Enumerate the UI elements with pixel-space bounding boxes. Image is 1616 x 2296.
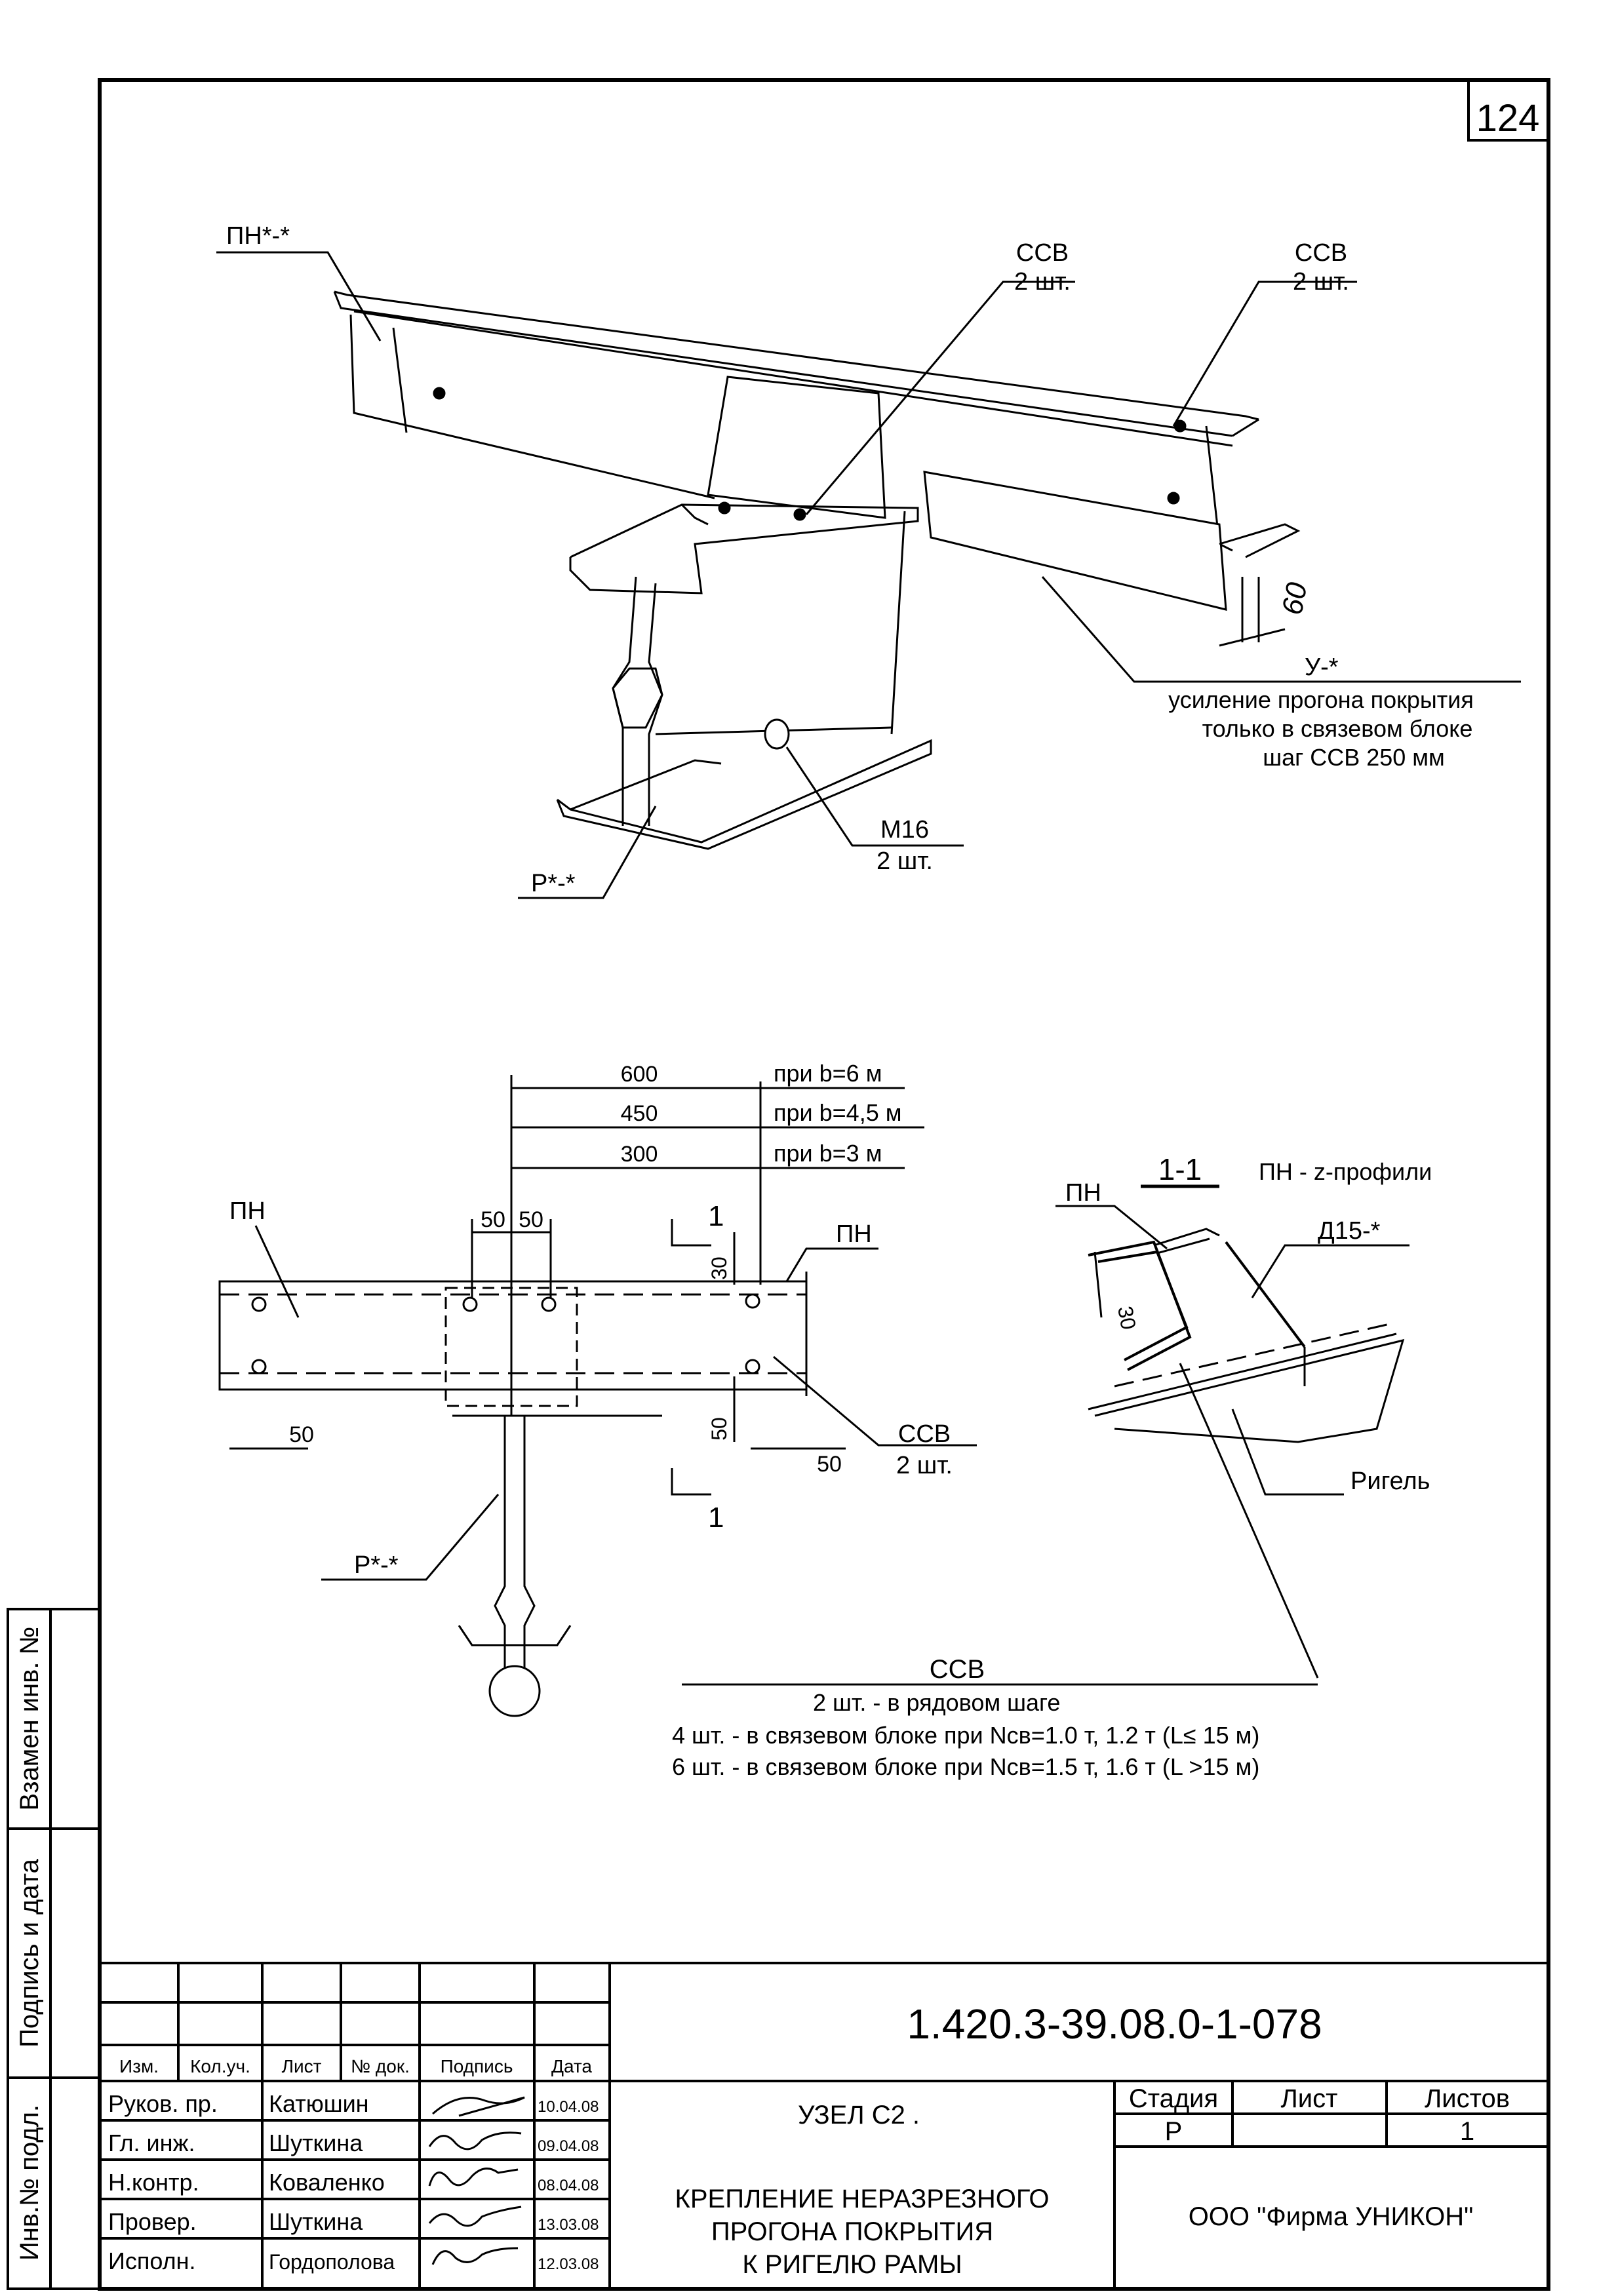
section-subtitle: ПН - z-профили <box>1259 1158 1432 1185</box>
iso-label-u: У-* <box>1305 653 1339 681</box>
ssv-note-title: ССВ <box>930 1655 985 1684</box>
row-role-1: Руков. пр. <box>108 2090 218 2117</box>
plan-dim-50a: 50 <box>481 1207 505 1232</box>
plan-dim-600: 600 <box>621 1062 658 1087</box>
left-strip-podpis: Подпись и дата <box>15 1858 44 2047</box>
stage-header: Стадия <box>1129 2084 1218 2113</box>
row-name-3: Коваленко <box>269 2169 385 2196</box>
plan-label-pn-right: ПН <box>836 1220 872 1248</box>
row-date-3: 08.04.08 <box>538 2177 599 2194</box>
iso-ssv-right-label: ССВ <box>1295 239 1347 267</box>
header-kol: Кол.уч. <box>190 2056 250 2076</box>
company-name: ООО "Фирма УНИКОН" <box>1189 2202 1474 2231</box>
ssv-note-line-2: 4 шт. - в связевом блоке при Nсв=1.0 т, … <box>672 1722 1259 1749</box>
plan-ssv-qty: 2 шт. <box>896 1452 953 1479</box>
row-date-4: 13.03.08 <box>538 2216 599 2234</box>
iso-note-line-1: усиление прогона покрытия <box>1168 686 1474 713</box>
plan-dim-50-right: 50 <box>817 1452 842 1477</box>
plan-ssv-label: ССВ <box>898 1420 951 1448</box>
row-date-2: 09.04.08 <box>538 2137 599 2155</box>
header-list: Лист <box>282 2056 322 2076</box>
section-dim-30: 30 <box>1113 1304 1141 1331</box>
section-label-d15: Д15-* <box>1318 1217 1381 1245</box>
iso-bolt-label: М16 <box>880 816 929 844</box>
title-node: УЗЕЛ С2 . <box>798 2101 920 2130</box>
plan-dim-50-left: 50 <box>289 1422 314 1447</box>
plan-label-pn-left: ПН <box>229 1197 266 1225</box>
title-doc-code: 1.420.3-39.08.0-1-078 <box>907 2000 1322 2048</box>
plan-section-mark-bottom: 1 <box>708 1502 724 1534</box>
sheet-number: 124 <box>1476 97 1540 140</box>
section-label-pn: ПН <box>1065 1179 1101 1207</box>
row-role-2: Гл. инж. <box>108 2130 195 2156</box>
left-strip-inv: Инв.№ подл. <box>15 2105 44 2261</box>
ssv-note-line-3: 6 шт. - в связевом блоке при Nсв=1.5 т, … <box>672 1753 1259 1780</box>
plan-dim-300: 300 <box>621 1142 658 1167</box>
iso-view <box>216 251 1521 899</box>
title-line-2: ПРОГОНА ПОКРЫТИЯ <box>711 2217 993 2246</box>
sheet-frame <box>98 78 1550 2291</box>
title-signature-rows: Руков. пр. Катюшин 10.04.08 Гл. инж. Шут… <box>108 2090 599 2274</box>
left-strip-vzamen: Взамен инв. № <box>15 1626 44 1810</box>
header-izm: Изм. <box>119 2056 159 2076</box>
signatures <box>428 2096 525 2265</box>
row-name-2: Шуткина <box>269 2130 363 2156</box>
row-date-1: 10.04.08 <box>538 2098 599 2116</box>
plan-dim-450-note: при b=4,5 м <box>774 1099 901 1126</box>
plan-dim-600-note: при b=6 м <box>774 1060 882 1087</box>
header-data: Дата <box>551 2056 592 2076</box>
iso-note-line-3: шаг ССВ 250 мм <box>1263 744 1445 771</box>
iso-label-pn: ПН*-* <box>226 222 290 250</box>
plan-dim-300-note: при b=3 м <box>774 1140 882 1167</box>
sheets-header: Листов <box>1425 2084 1510 2113</box>
left-strip <box>7 1608 101 2290</box>
plan-dim-30: 30 <box>707 1256 731 1280</box>
stage-value: Р <box>1165 2117 1183 2146</box>
section-title: 1-1 <box>1158 1152 1202 1186</box>
sheets-value: 1 <box>1460 2117 1474 2146</box>
iso-ssv-left-label: ССВ <box>1016 239 1069 267</box>
iso-label-r: Р*-* <box>531 870 576 897</box>
iso-ssv-left-qty: 2 шт. <box>1014 268 1071 296</box>
title-header-row: Изм. Кол.уч. Лист № док. Подпись Дата <box>119 2056 592 2076</box>
sheet-number-box <box>1467 79 1550 142</box>
title-line-1: КРЕПЛЕНИЕ НЕРАЗРЕЗНОГО <box>675 2185 1050 2213</box>
plan-dim-50-vert: 50 <box>707 1417 731 1441</box>
ssv-note-line-1: 2 шт. - в рядовом шаге <box>813 1689 1060 1716</box>
plan-section-mark-top: 1 <box>708 1200 724 1232</box>
header-podpis: Подпись <box>441 2056 513 2076</box>
header-doc: № док. <box>351 2056 410 2076</box>
row-name-1: Катюшин <box>269 2090 369 2117</box>
plan-dim-50b: 50 <box>519 1207 543 1232</box>
plan-label-r: Р*-* <box>354 1551 399 1579</box>
row-name-5: Гордополова <box>269 2250 395 2274</box>
plan-view <box>218 1075 977 1717</box>
section-label-rigel: Ригель <box>1350 1468 1430 1495</box>
title-line-3: К РИГЕЛЮ РАМЫ <box>742 2250 962 2279</box>
row-role-3: Н.контр. <box>108 2169 199 2196</box>
iso-bolt-qty: 2 шт. <box>877 847 933 875</box>
row-role-4: Провер. <box>108 2208 197 2235</box>
section-view <box>1055 1184 1409 1679</box>
iso-note-line-2: только в связевом блоке <box>1202 715 1473 742</box>
row-name-4: Шуткина <box>269 2208 363 2235</box>
iso-ssv-right-qty: 2 шт. <box>1293 268 1349 296</box>
title-block-grid <box>100 1962 1548 2289</box>
row-role-5: Исполн. <box>108 2247 196 2274</box>
iso-dim-60: 60 <box>1276 580 1314 617</box>
row-date-5: 12.03.08 <box>538 2255 599 2273</box>
plan-dim-450: 450 <box>621 1101 658 1126</box>
sheet-header: Лист <box>1281 2084 1338 2113</box>
